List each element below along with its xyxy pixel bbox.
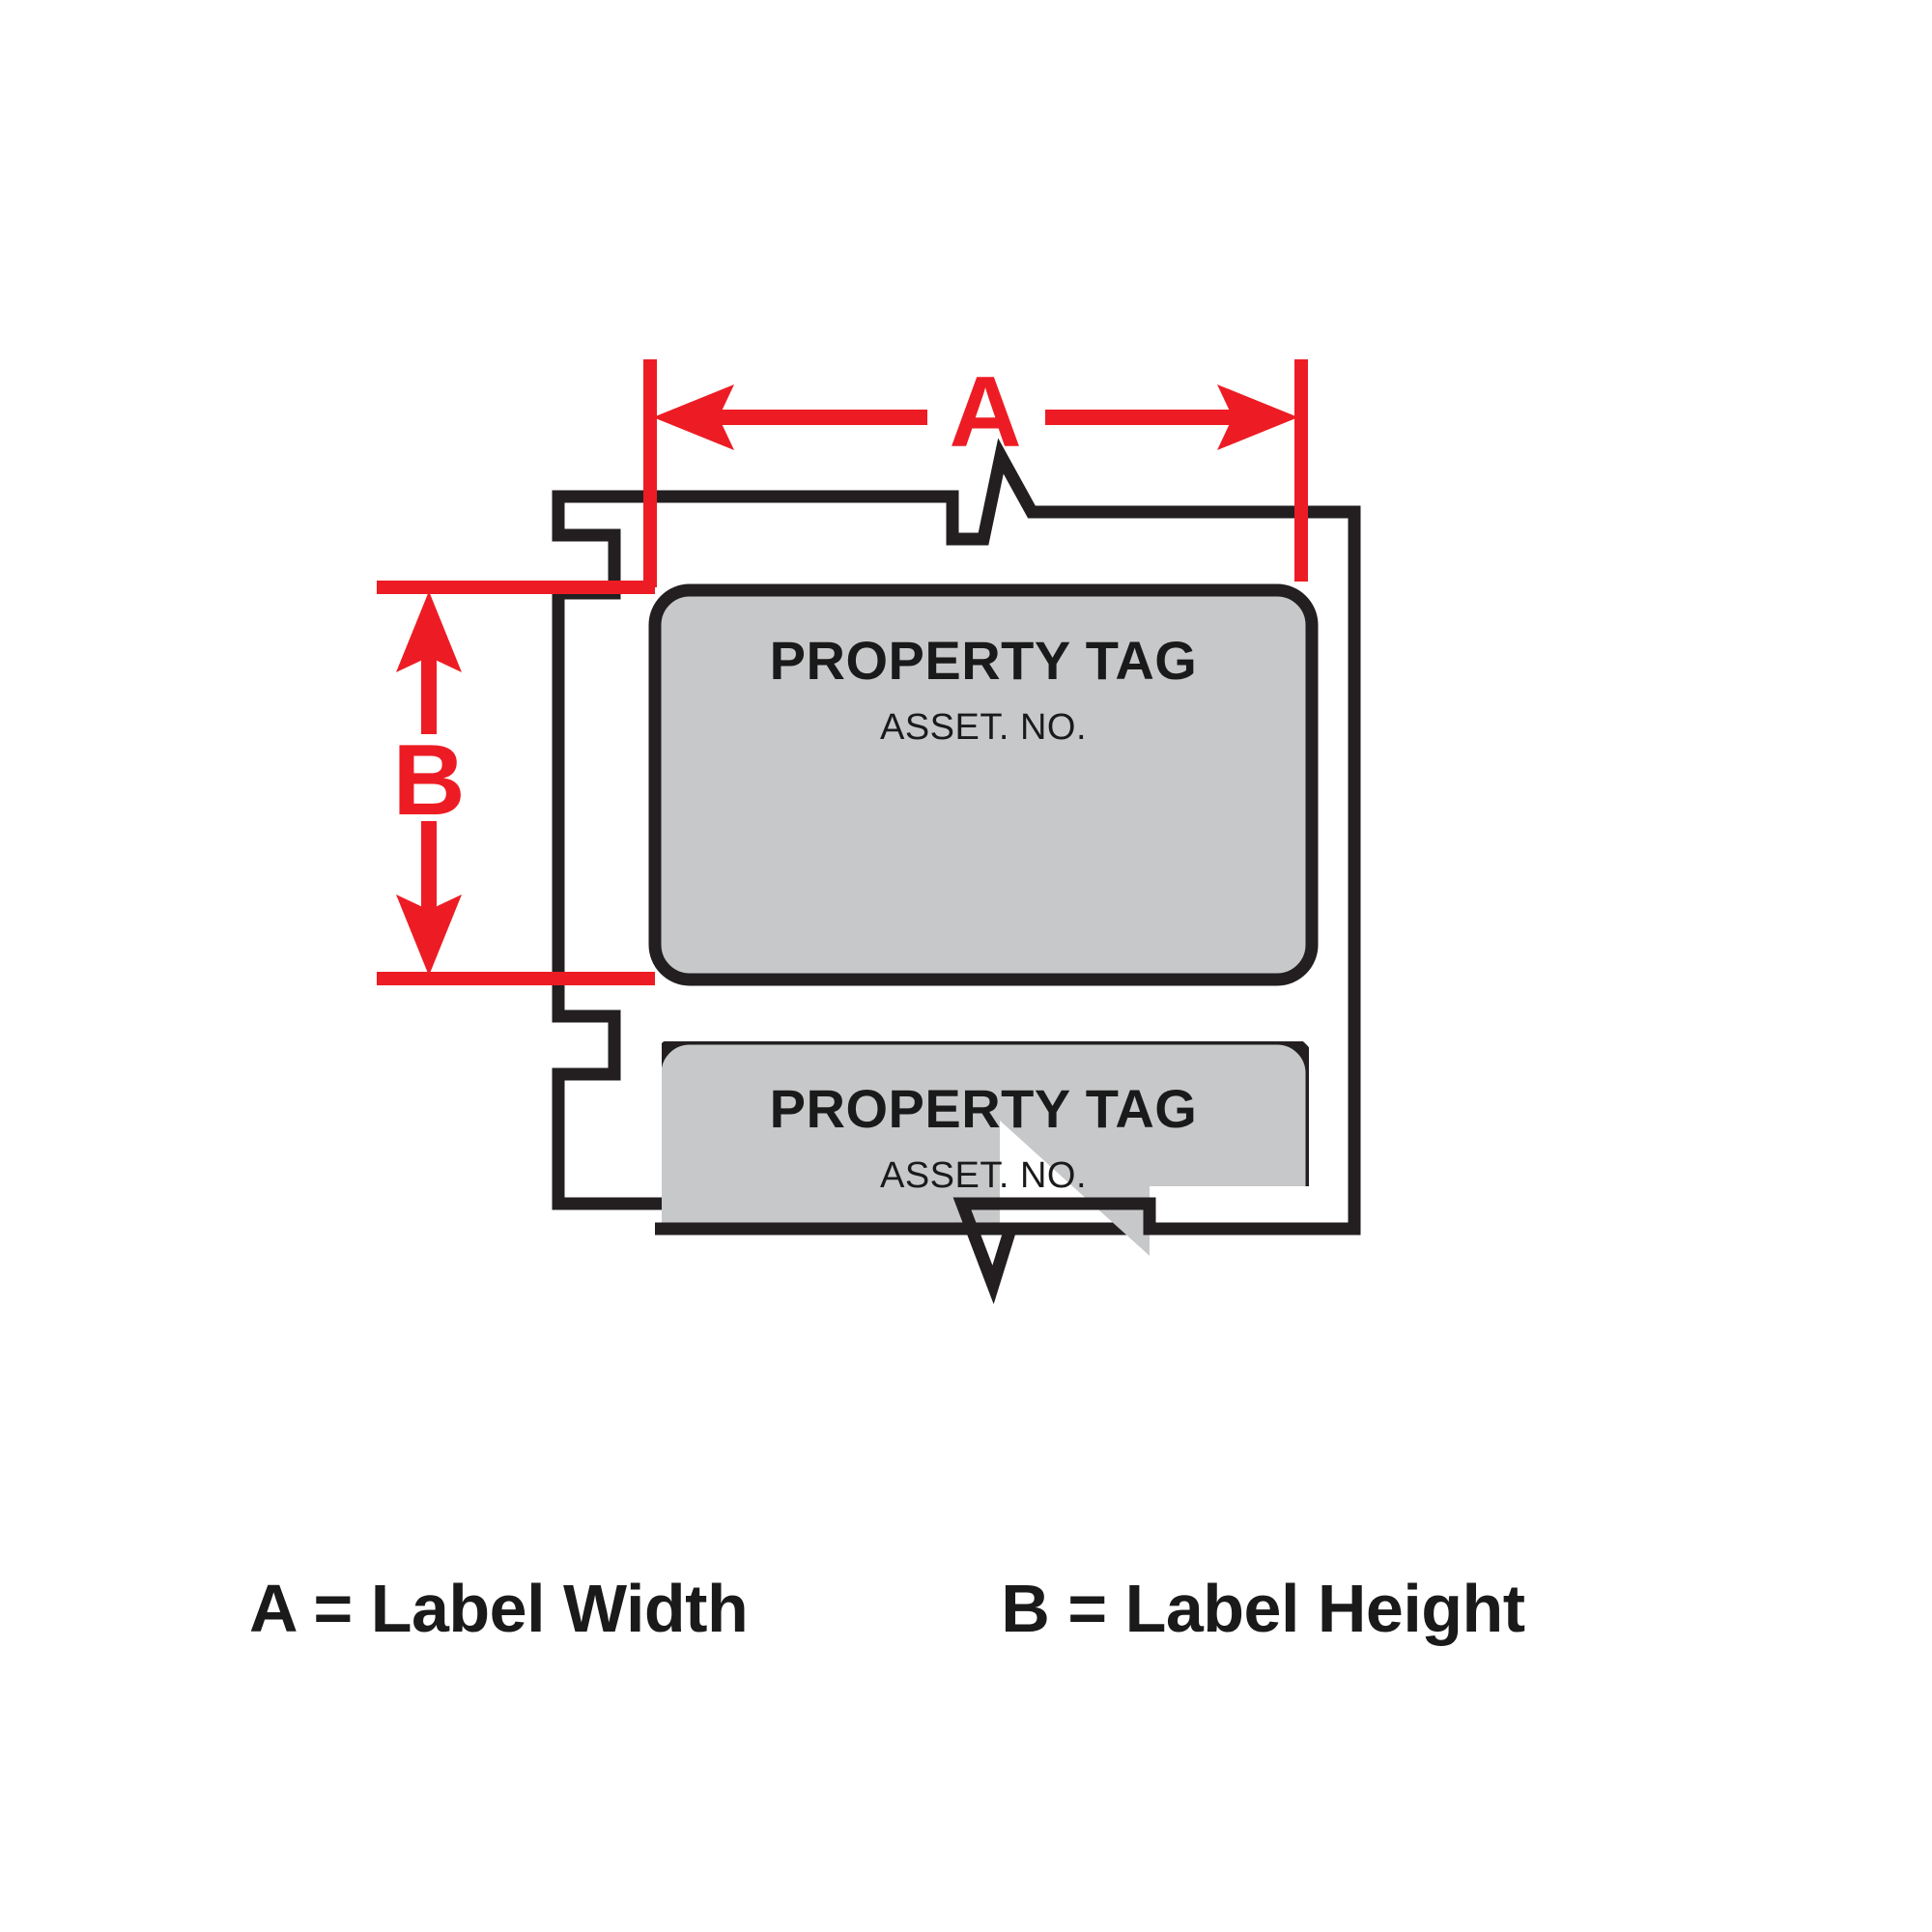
label-top-title: PROPERTY TAG: [770, 630, 1198, 691]
dimension-a-arrowhead-left: [653, 384, 734, 450]
dimension-a-letter: A: [949, 356, 1021, 469]
label-bottom-title: PROPERTY TAG: [770, 1078, 1198, 1139]
dimension-marker-a: A: [643, 356, 1308, 587]
label-bottom-subtitle: ASSET. NO.: [880, 1155, 1087, 1196]
label-top-body: [648, 583, 1319, 986]
label-bottom: PROPERTY TAG ASSET. NO.: [655, 1041, 1309, 1304]
dimension-b-arrowhead-top: [396, 591, 462, 672]
label-top: PROPERTY TAG ASSET. NO.: [648, 583, 1319, 986]
dimension-b-letter: B: [392, 724, 465, 837]
label-top-subtitle: ASSET. NO.: [880, 707, 1087, 748]
dimension-b-arrowhead-bottom: [396, 895, 462, 976]
dimension-a-arrowhead-right: [1217, 384, 1298, 450]
dimension-marker-b: B: [377, 581, 655, 985]
label-bottom-torn-edge: [655, 1197, 1277, 1304]
